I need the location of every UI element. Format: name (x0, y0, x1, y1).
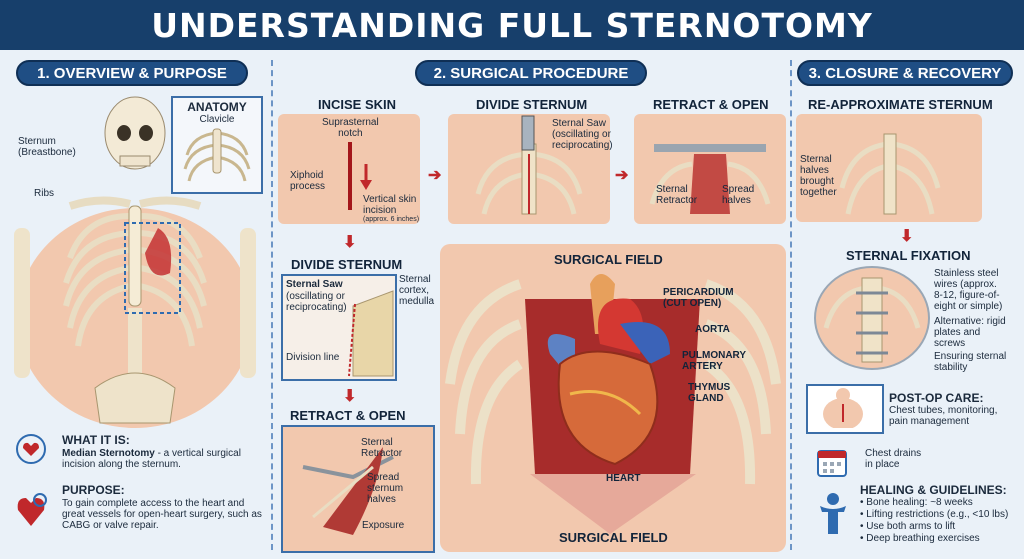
fixation-title: STERNAL FIXATION (846, 248, 971, 263)
skeleton-illustration (14, 96, 256, 428)
purpose-text: To gain complete access to the heart and… (62, 498, 262, 531)
retractor-detail-label: Sternal Retractor (361, 437, 403, 459)
stability-label: Ensuring sternal stability (934, 351, 1007, 373)
reapprox-title: RE-APPROXIMATE STERNUM (808, 97, 993, 112)
what-text: - a vertical surgical incision along the… (62, 448, 241, 470)
retract-svg (649, 144, 771, 214)
page-title: UNDERSTANDING FULL STERNOTOMY (151, 5, 873, 45)
patient-icon (823, 388, 863, 430)
incision-svg (348, 142, 372, 210)
spread-halves-top-label: Spread halves (722, 184, 755, 206)
healing-item-1: • Bone healing: ~8 weeks (860, 497, 973, 508)
division-line-label: Division line (286, 352, 340, 363)
drains-label: Chest drains in place (865, 448, 922, 470)
what-title: WHAT IT IS: (62, 433, 130, 447)
alt-label: Alternative: rigid plates and screws (934, 316, 1006, 349)
spread-detail-label: Spread sternum halves (367, 472, 404, 505)
vertical-incision-sub: (approx. 6 inches) (363, 216, 420, 223)
ribcage-inset-icon (183, 128, 251, 182)
healing-item-4: • Deep breathing exercises (860, 533, 980, 544)
thymus-label: THYMUS GLAND (688, 382, 731, 404)
exposure-label: Exposure (362, 520, 405, 531)
wires-label: Stainless steel wires (approx. 8-12, fig… (934, 268, 1003, 312)
fixation-circle (814, 266, 930, 370)
heart-gear-icon (14, 490, 48, 530)
healing-title: HEALING & GUIDELINES: (860, 483, 1007, 497)
postop-title: POST-OP CARE: (889, 391, 984, 405)
divider-right (790, 60, 792, 550)
retract-open-title-2: RETRACT & OPEN (290, 408, 406, 423)
pericardium-label: PERICARDIUM (CUT OPEN) (663, 287, 734, 309)
divide-sternum-title: DIVIDE STERNUM (476, 97, 588, 112)
reapprox-panel (796, 114, 982, 222)
surgical-field-svg (445, 274, 781, 534)
saw-top-label: Sternal Saw (oscillating or reciprocatin… (552, 118, 613, 151)
title-banner: UNDERSTANDING FULL STERNOTOMY (0, 0, 1024, 50)
cortex-label: Sternal cortex, medulla (399, 274, 435, 307)
section-procedure-heading: 2. SURGICAL PROCEDURE (415, 60, 647, 86)
heart-cycle-icon (14, 432, 48, 466)
halves-label: Sternal halves brought together (800, 154, 837, 198)
what-term: Median Sternotomy (62, 448, 155, 459)
healing-item-2: • Lifting restrictions (e.g., <10 lbs) (860, 509, 1009, 520)
postop-image (806, 384, 884, 434)
aorta-label: AORTA (695, 324, 730, 335)
saw-chest-svg (475, 115, 583, 215)
arrow-down-3: ⬇ (900, 228, 914, 245)
purpose-title: PURPOSE: (62, 483, 125, 497)
sternum-label: Sternum (Breastbone) (18, 136, 76, 158)
divide-sternum-detail (281, 274, 397, 381)
section-overview-heading: 1. OVERVIEW & PURPOSE (16, 60, 248, 86)
surgical-field-panel (440, 244, 786, 552)
clavicle-label: Clavicle (199, 114, 235, 125)
suprasternal-label: Suprasternal notch (322, 117, 379, 139)
incise-skin-title: INCISE SKIN (318, 97, 397, 112)
heart-label: HEART (606, 473, 641, 484)
reapprox-svg (839, 133, 941, 215)
retract-open-title: RETRACT & OPEN (653, 97, 769, 112)
surgical-field-bottom: SURGICAL FIELD (559, 530, 668, 545)
anatomy-inset: ANATOMY Clavicle (171, 96, 263, 194)
sternum-cross-section-svg (348, 290, 394, 377)
divide-sternum-title-2: DIVIDE STERNUM (291, 257, 403, 272)
healing-item-3: • Use both arms to lift (860, 521, 956, 532)
divider-left (271, 60, 273, 550)
retractor-top-label: Sternal Retractor (656, 184, 698, 206)
vertical-incision-label: Vertical skin incision (363, 194, 417, 216)
retract-open-panel (634, 114, 786, 224)
strength-person-icon (816, 492, 850, 536)
anatomy-title: ANATOMY (187, 100, 247, 114)
retract-open-detail (281, 425, 435, 553)
incise-skin-panel (278, 114, 420, 224)
retract-detail-svg (302, 447, 394, 535)
wires-svg (823, 277, 921, 363)
arrow-right-1: ➔ (428, 167, 442, 184)
saw-detail-sub: (oscillating or reciprocating) (286, 291, 347, 313)
arrow-down-1: ⬇ (343, 234, 357, 251)
arrow-down-2: ⬇ (343, 388, 357, 405)
section-closure-heading: 3. CLOSURE & RECOVERY (797, 60, 1013, 86)
divide-sternum-panel (448, 114, 610, 224)
xiphoid-label: Xiphoid process (290, 170, 326, 192)
calendar-icon (816, 446, 848, 478)
arrow-right-2: ➔ (615, 167, 629, 184)
saw-detail-label: Sternal Saw (286, 279, 343, 290)
pulmonary-label: PULMONARY ARTERY (682, 350, 747, 372)
postop-text: Chest tubes, monitoring, pain management (889, 405, 998, 427)
ribs-label: Ribs (34, 188, 55, 199)
surgical-field-title: SURGICAL FIELD (554, 252, 663, 267)
